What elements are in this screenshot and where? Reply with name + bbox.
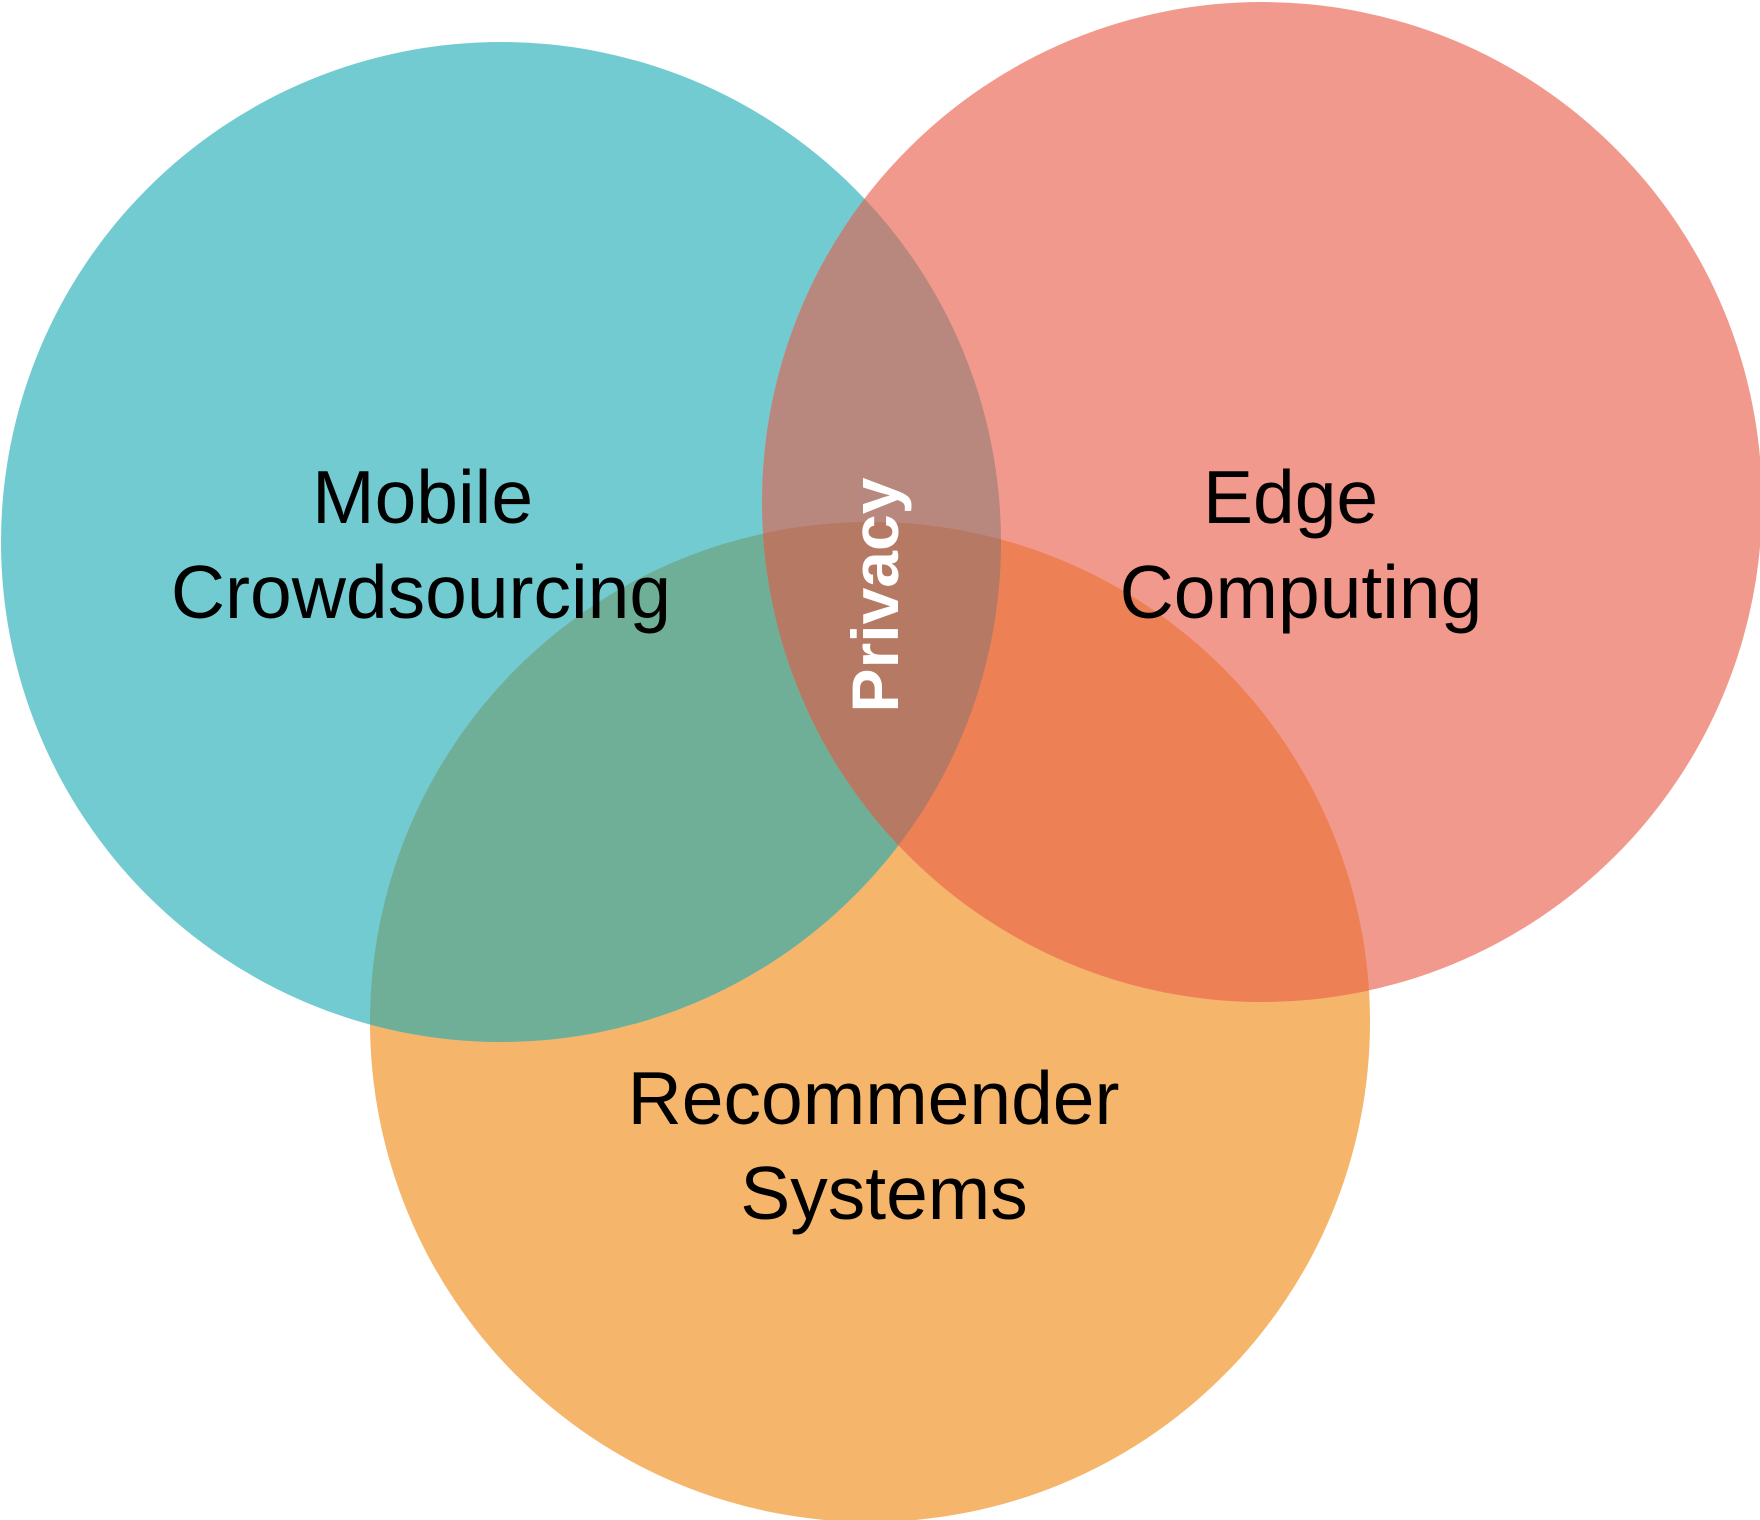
- edge-computing-label: Edge Computing: [1120, 455, 1483, 634]
- mobile-label-line-1: Mobile: [312, 455, 533, 539]
- privacy-label: Privacy: [838, 477, 912, 712]
- edge-recommender-overlap: [762, 522, 1370, 1002]
- edge-label-line-1: Edge: [1203, 455, 1378, 539]
- recommender-label-line-2: Systems: [740, 1151, 1028, 1235]
- recommender-label-line-1: Recommender: [628, 1056, 1120, 1140]
- recommender-systems-label: Recommender Systems: [628, 1056, 1141, 1235]
- edge-label-line-2: Computing: [1120, 550, 1483, 634]
- mobile-label-line-2: Crowdsourcing: [171, 550, 671, 634]
- mobile-crowdsourcing-label: Mobile Crowdsourcing: [171, 455, 671, 634]
